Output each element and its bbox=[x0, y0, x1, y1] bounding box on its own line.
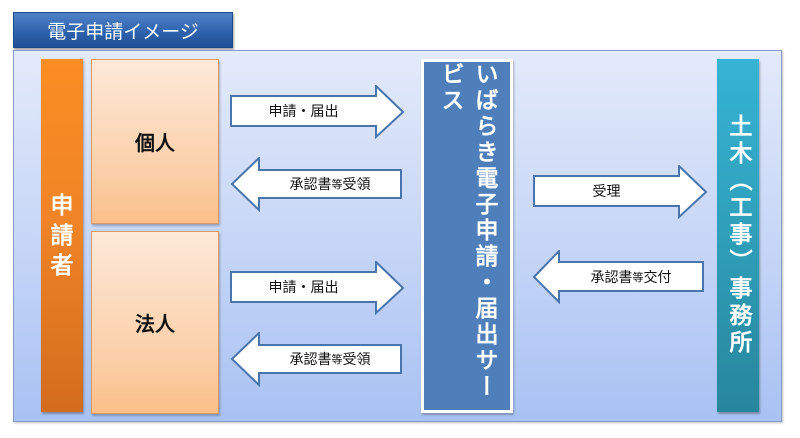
right-arrow-icon bbox=[533, 165, 708, 219]
left-arrow-icon bbox=[230, 157, 402, 212]
arrow-receive-individual: 承認書等受領 bbox=[230, 157, 404, 212]
applicant-char: 申 bbox=[50, 192, 74, 219]
arrow-issue: 承認書等交付 bbox=[532, 250, 706, 304]
arrow-label-pre: 承認書 bbox=[289, 352, 332, 368]
arrow-label-post: 受領 bbox=[342, 177, 371, 193]
party-individual: 個人 bbox=[91, 59, 219, 224]
party-corporation: 法人 bbox=[91, 231, 219, 414]
arrow-label-pre: 承認書 bbox=[289, 177, 332, 193]
applicant-char: 請 bbox=[50, 222, 74, 249]
arrow-label: 受理 bbox=[592, 184, 621, 200]
left-arrow-icon bbox=[230, 332, 402, 387]
arrow-label-post: 受領 bbox=[342, 352, 371, 368]
service-box: いばらき電子申請・届出サービス bbox=[421, 59, 513, 413]
office-column: 土木（工事）事務所 bbox=[717, 59, 759, 412]
left-arrow-icon bbox=[532, 250, 704, 304]
applicant-column: 申 請 者 bbox=[41, 59, 83, 412]
arrow-label-small: 等 bbox=[331, 353, 343, 366]
applicant-char: 者 bbox=[50, 252, 74, 279]
party-label: 個人 bbox=[135, 131, 175, 155]
arrow-label-post: 交付 bbox=[643, 269, 672, 286]
arrow-label-small: 等 bbox=[331, 178, 343, 191]
arrow-receive-corporation: 承認書等受領 bbox=[230, 332, 404, 387]
service-label: いばらき電子申請・届出サービス bbox=[437, 62, 497, 400]
diagram-title: 電子申請イメージ bbox=[13, 12, 233, 48]
right-arrow-icon bbox=[230, 85, 405, 139]
right-arrow-icon bbox=[230, 261, 405, 315]
arrow-label: 申請・届出 bbox=[268, 280, 339, 296]
office-label: 土木（工事）事務所 bbox=[725, 114, 751, 357]
arrow-apply-corporation: 申請・届出 bbox=[229, 261, 405, 315]
arrow-apply-individual: 申請・届出 bbox=[229, 85, 405, 139]
arrow-label-small: 等 bbox=[632, 270, 644, 284]
arrow-label-pre: 承認書 bbox=[590, 269, 633, 286]
party-label: 法人 bbox=[135, 312, 175, 336]
arrow-label: 申請・届出 bbox=[268, 104, 339, 120]
arrow-accept: 受理 bbox=[532, 165, 708, 219]
